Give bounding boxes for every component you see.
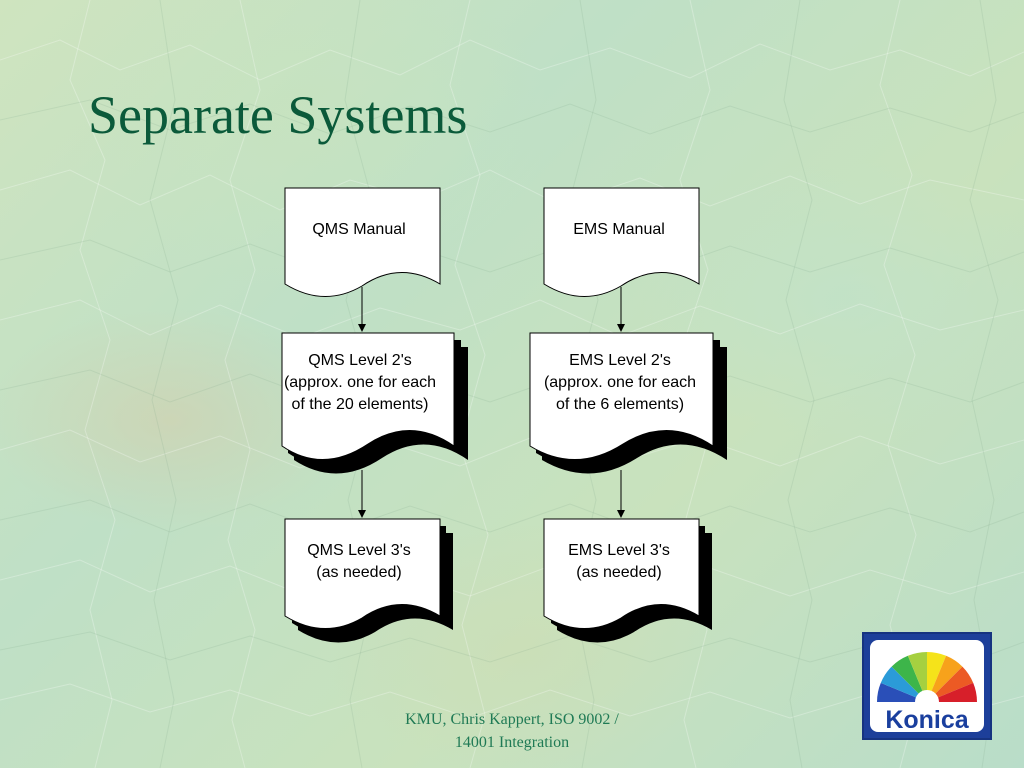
konica-logo-panel: Konica bbox=[870, 640, 984, 732]
ems-level3-line1: EMS Level 3's bbox=[568, 542, 670, 559]
ems-manual-label: EMS Manual bbox=[573, 221, 665, 238]
qms-level2-line3: of the 20 elements) bbox=[292, 396, 429, 413]
konica-logo: Konica bbox=[862, 632, 992, 740]
konica-logo-wordmark: Konica bbox=[885, 706, 969, 732]
qms-manual-doc: QMS Manual bbox=[284, 187, 441, 297]
footer-line-1: KMU, Chris Kappert, ISO 9002 / bbox=[405, 711, 619, 728]
ems-level2-line2: (approx. one for each bbox=[544, 374, 696, 391]
slide-footer: KMU, Chris Kappert, ISO 9002 / 14001 Int… bbox=[362, 708, 662, 754]
ems-level2-line1: EMS Level 2's bbox=[569, 352, 671, 369]
ems-level2-line3: of the 6 elements) bbox=[556, 396, 684, 413]
rainbow-fan-icon bbox=[877, 652, 977, 714]
qms-level2-line2: (approx. one for each bbox=[284, 374, 436, 391]
qms-level3-line1: QMS Level 3's bbox=[307, 542, 411, 559]
qms-level2-doc: QMS Level 2's (approx. one for each of t… bbox=[281, 332, 468, 474]
ems-level3-line2: (as needed) bbox=[576, 564, 661, 581]
qms-level3-line2: (as needed) bbox=[316, 564, 401, 581]
ems-level2-doc: EMS Level 2's (approx. one for each of t… bbox=[529, 332, 727, 474]
qms-level3-doc: QMS Level 3's (as needed) bbox=[284, 518, 453, 643]
footer-line-2: 14001 Integration bbox=[454, 734, 570, 751]
qms-manual-label: QMS Manual bbox=[312, 221, 405, 238]
ems-manual-doc: EMS Manual bbox=[543, 187, 700, 297]
qms-level2-line1: QMS Level 2's bbox=[308, 352, 412, 369]
ems-level3-doc: EMS Level 3's (as needed) bbox=[543, 518, 712, 643]
slide-title: Separate Systems bbox=[88, 85, 468, 145]
